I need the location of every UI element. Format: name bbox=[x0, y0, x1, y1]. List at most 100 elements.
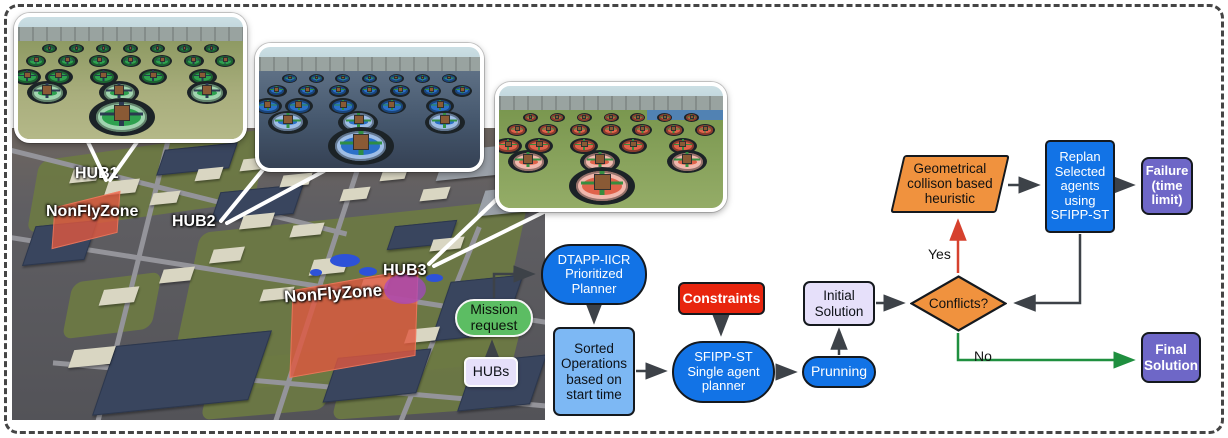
landing-pad bbox=[284, 98, 313, 115]
landing-pad bbox=[328, 84, 349, 97]
landing-pad bbox=[632, 123, 653, 136]
landing-pad bbox=[441, 73, 457, 83]
node-hubs: HUBs bbox=[464, 357, 518, 387]
landing-pad bbox=[390, 84, 411, 97]
landing-pad bbox=[308, 73, 324, 83]
landing-pad bbox=[259, 98, 282, 115]
landing-pad bbox=[177, 44, 192, 54]
landing-pad bbox=[426, 98, 455, 115]
landing-pad bbox=[499, 137, 522, 154]
landing-pad bbox=[27, 81, 68, 105]
node-dtapp-planner: DTAPP-IICR Prioritized Planner bbox=[541, 244, 647, 305]
purple-zone bbox=[384, 274, 426, 304]
node-failure: Failure (time limit) bbox=[1141, 157, 1193, 215]
landing-pad bbox=[328, 98, 357, 115]
landing-pad bbox=[359, 84, 380, 97]
landing-pad bbox=[282, 73, 298, 83]
landing-pad bbox=[120, 54, 141, 67]
hub2-scene bbox=[259, 47, 480, 168]
label-nofly-1: NonFlyZone bbox=[46, 203, 139, 220]
landing-pad bbox=[695, 123, 716, 136]
landing-pad bbox=[152, 54, 172, 67]
hub3-inset-image bbox=[495, 82, 727, 212]
landing-pad bbox=[667, 150, 708, 174]
landing-pad bbox=[570, 137, 599, 154]
hub1-inset-image bbox=[14, 13, 247, 143]
landing-pad bbox=[123, 44, 138, 54]
landing-pad bbox=[684, 113, 700, 123]
label-hub3: HUB3 bbox=[383, 262, 427, 279]
node-conflicts-decision: Conflicts? bbox=[909, 275, 1008, 332]
lake bbox=[426, 274, 443, 282]
landing-pad bbox=[569, 123, 590, 136]
landing-pad bbox=[267, 110, 308, 134]
landing-pad bbox=[183, 54, 204, 67]
landing-pad bbox=[657, 113, 673, 123]
lake bbox=[310, 269, 322, 276]
label-hub1: HUB1 bbox=[75, 165, 119, 182]
node-initial-solution: Initial Solution bbox=[803, 281, 875, 326]
landing-pad bbox=[663, 123, 684, 136]
node-final-solution: Final Solution bbox=[1141, 332, 1201, 383]
hub2-inset-image bbox=[255, 43, 484, 172]
landing-pad bbox=[57, 54, 78, 67]
building bbox=[419, 186, 451, 202]
landing-pad bbox=[377, 98, 406, 115]
landing-pad bbox=[508, 150, 549, 174]
landing-pad bbox=[576, 113, 592, 123]
landing-pad bbox=[44, 68, 73, 85]
landing-pad bbox=[26, 54, 46, 67]
park-patch bbox=[61, 271, 163, 340]
hub3-scene bbox=[499, 86, 723, 208]
landing-pad bbox=[188, 68, 217, 85]
landing-pad bbox=[525, 137, 554, 154]
landing-pad bbox=[297, 84, 318, 97]
concrete-wall bbox=[18, 26, 243, 43]
node-sfipp-planner: SFIPP-ST Single agent planner bbox=[672, 341, 775, 403]
landing-pad bbox=[42, 44, 57, 54]
node-prunning: Prunning bbox=[802, 356, 876, 388]
landing-pad bbox=[96, 44, 111, 54]
landing-pad bbox=[187, 81, 227, 105]
landing-pad bbox=[266, 84, 287, 97]
landing-pad bbox=[601, 123, 621, 136]
landing-pad bbox=[569, 167, 636, 206]
landing-pad bbox=[215, 54, 235, 67]
hub1-scene bbox=[18, 17, 243, 139]
lake bbox=[330, 254, 360, 267]
landing-pad bbox=[522, 113, 538, 123]
concrete-wall bbox=[499, 95, 723, 112]
landing-pad bbox=[538, 123, 559, 136]
landing-pad bbox=[415, 73, 431, 83]
node-geometric-heuristic: Geometrical collison based heuristic bbox=[890, 155, 1010, 213]
landing-pad bbox=[421, 84, 442, 97]
conflicts-label: Conflicts? bbox=[928, 296, 989, 311]
landing-pad bbox=[139, 68, 167, 85]
node-sorted-operations: Sorted Operations based on start time bbox=[553, 327, 635, 416]
landing-pad bbox=[668, 137, 697, 154]
node-constraints: Constraints bbox=[678, 282, 765, 315]
landing-pad bbox=[549, 113, 565, 123]
landing-pad bbox=[452, 84, 473, 97]
landing-pad bbox=[335, 73, 351, 83]
heuristic-label: Geometrical collison based heuristic bbox=[907, 161, 993, 207]
landing-pad bbox=[388, 73, 404, 83]
landing-pad bbox=[88, 98, 155, 137]
landing-pad bbox=[506, 123, 527, 136]
landing-pad bbox=[89, 68, 118, 85]
no-edge-label: No bbox=[974, 348, 992, 364]
node-replan-agents: Replan Selected agents using SFIPP-ST bbox=[1045, 140, 1115, 233]
landing-pad bbox=[68, 44, 84, 54]
node-mission-request: Mission request bbox=[455, 299, 533, 337]
landing-pad bbox=[18, 68, 41, 85]
building bbox=[279, 172, 313, 188]
landing-pad bbox=[327, 127, 394, 166]
label-hub2: HUB2 bbox=[172, 213, 216, 230]
yes-edge-label: Yes bbox=[928, 246, 951, 262]
concrete-wall bbox=[259, 56, 480, 73]
landing-pad bbox=[424, 110, 465, 134]
lake bbox=[359, 267, 377, 276]
landing-pad bbox=[89, 54, 109, 67]
landing-pad bbox=[362, 73, 377, 83]
